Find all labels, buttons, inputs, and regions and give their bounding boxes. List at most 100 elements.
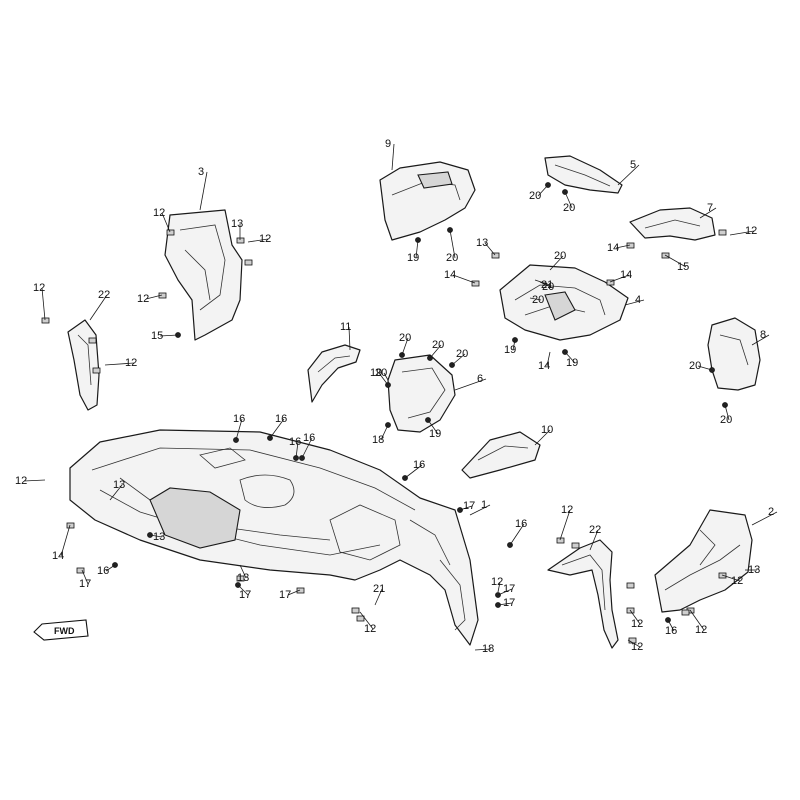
callout-14: 14 <box>607 242 619 254</box>
leader-line-4 <box>624 299 645 306</box>
callout-19: 19 <box>504 344 516 356</box>
callout-14: 14 <box>444 269 456 281</box>
callout-7: 7 <box>707 202 713 214</box>
leader-line-13 <box>149 534 163 538</box>
part-23-front-strip <box>67 319 100 411</box>
part-6-headlight-bezel <box>387 354 456 433</box>
clip-fastener <box>606 279 615 286</box>
callout-16: 16 <box>233 413 245 425</box>
callout-20: 20 <box>432 339 444 351</box>
callout-11: 11 <box>340 321 351 333</box>
leader-line-19 <box>378 372 389 386</box>
leader-line-17 <box>497 588 513 596</box>
callout-20: 20 <box>529 190 541 202</box>
leader-line-17 <box>237 584 249 596</box>
callout-12: 12 <box>561 504 573 516</box>
leader-line-2 <box>751 511 778 526</box>
callout-12: 12 <box>33 282 45 294</box>
leader-line-22 <box>89 294 108 321</box>
leader-line-9 <box>391 143 395 171</box>
leader-line-17 <box>81 569 89 585</box>
part-5-upper-trim <box>544 155 623 194</box>
leader-line-16 <box>269 418 285 439</box>
callout-14: 14 <box>52 550 64 562</box>
clip-fastener <box>356 615 365 622</box>
callout-20: 20 <box>542 281 554 293</box>
leader-line-18 <box>474 648 492 651</box>
leader-line-6 <box>454 378 487 391</box>
callout-12: 12 <box>125 357 137 369</box>
clip-fastener <box>626 582 635 589</box>
callout-3: 3 <box>198 166 204 178</box>
callout-13: 13 <box>153 531 165 543</box>
leader-line-20 <box>539 281 552 288</box>
leader-line-20 <box>537 184 549 197</box>
callout-4: 4 <box>635 294 641 306</box>
callout-20: 20 <box>446 252 458 264</box>
callout-22: 22 <box>589 524 601 536</box>
leader-line-12 <box>41 287 46 321</box>
callout-16: 16 <box>665 625 677 637</box>
leader-line-12 <box>627 639 641 648</box>
leader-line-20 <box>401 337 409 356</box>
clip-fastener <box>66 522 75 529</box>
callout-12: 12 <box>153 207 165 219</box>
leader-line-16 <box>295 441 299 459</box>
leader-line-17 <box>497 602 513 606</box>
callout-1: 1 <box>481 499 487 511</box>
callout-labels: 1234567891011121212121212121212121212121… <box>15 138 774 655</box>
callout-12: 12 <box>259 233 271 245</box>
callout-13: 13 <box>113 479 125 491</box>
clip-fastener <box>166 229 175 236</box>
fasteners <box>41 182 728 644</box>
callout-8: 8 <box>760 329 766 341</box>
leader-line-16 <box>404 464 423 479</box>
clip-fastener <box>718 229 727 236</box>
callout-12: 12 <box>695 624 707 636</box>
callout-16: 16 <box>275 413 287 425</box>
part-1-front-fender <box>69 429 479 646</box>
leader-line-20 <box>429 344 442 359</box>
leader-line-20 <box>451 353 466 366</box>
callout-20: 20 <box>554 250 566 262</box>
callout-17: 17 <box>503 583 515 595</box>
callout-15: 15 <box>151 330 163 342</box>
callout-20: 20 <box>689 360 701 372</box>
callout-19: 19 <box>566 357 578 369</box>
callout-17: 17 <box>239 589 251 601</box>
callout-21: 21 <box>373 583 385 595</box>
leader-line-12 <box>23 479 46 482</box>
callout-17: 17 <box>503 597 515 609</box>
callout-5: 5 <box>630 159 636 171</box>
leader-line-21 <box>374 588 383 606</box>
part-2-inner-fender <box>654 509 753 613</box>
clip-fastener <box>244 259 253 266</box>
leader-line-18 <box>380 424 389 441</box>
leader-line-8 <box>751 334 770 346</box>
part-7-upper-cover <box>629 207 716 241</box>
leader-line-20 <box>449 229 456 259</box>
leader-line-16 <box>235 418 243 441</box>
leader-line-12 <box>729 230 755 236</box>
callout-20: 20 <box>720 414 732 426</box>
callout-16: 16 <box>515 518 527 530</box>
clip-fastener <box>351 607 360 614</box>
callout-16: 16 <box>303 432 315 444</box>
callout-12: 12 <box>631 618 643 630</box>
clip-fastener <box>41 317 50 324</box>
leader-line-13 <box>484 242 496 256</box>
callout-16: 16 <box>413 459 425 471</box>
leader-line-5 <box>617 164 640 186</box>
callout-12: 12 <box>364 623 376 635</box>
clip-fastener <box>296 587 305 594</box>
callout-20: 20 <box>375 367 387 379</box>
leader-line-12 <box>145 294 163 300</box>
callout-6: 6 <box>477 373 483 385</box>
callout-20: 20 <box>456 348 468 360</box>
part-3-side-panel <box>164 209 243 341</box>
callout-9: 9 <box>385 138 391 150</box>
leader-line-17 <box>287 589 301 596</box>
callout-19: 19 <box>429 428 441 440</box>
leader-line-20 <box>383 372 389 381</box>
leader-line-21 <box>534 279 551 286</box>
